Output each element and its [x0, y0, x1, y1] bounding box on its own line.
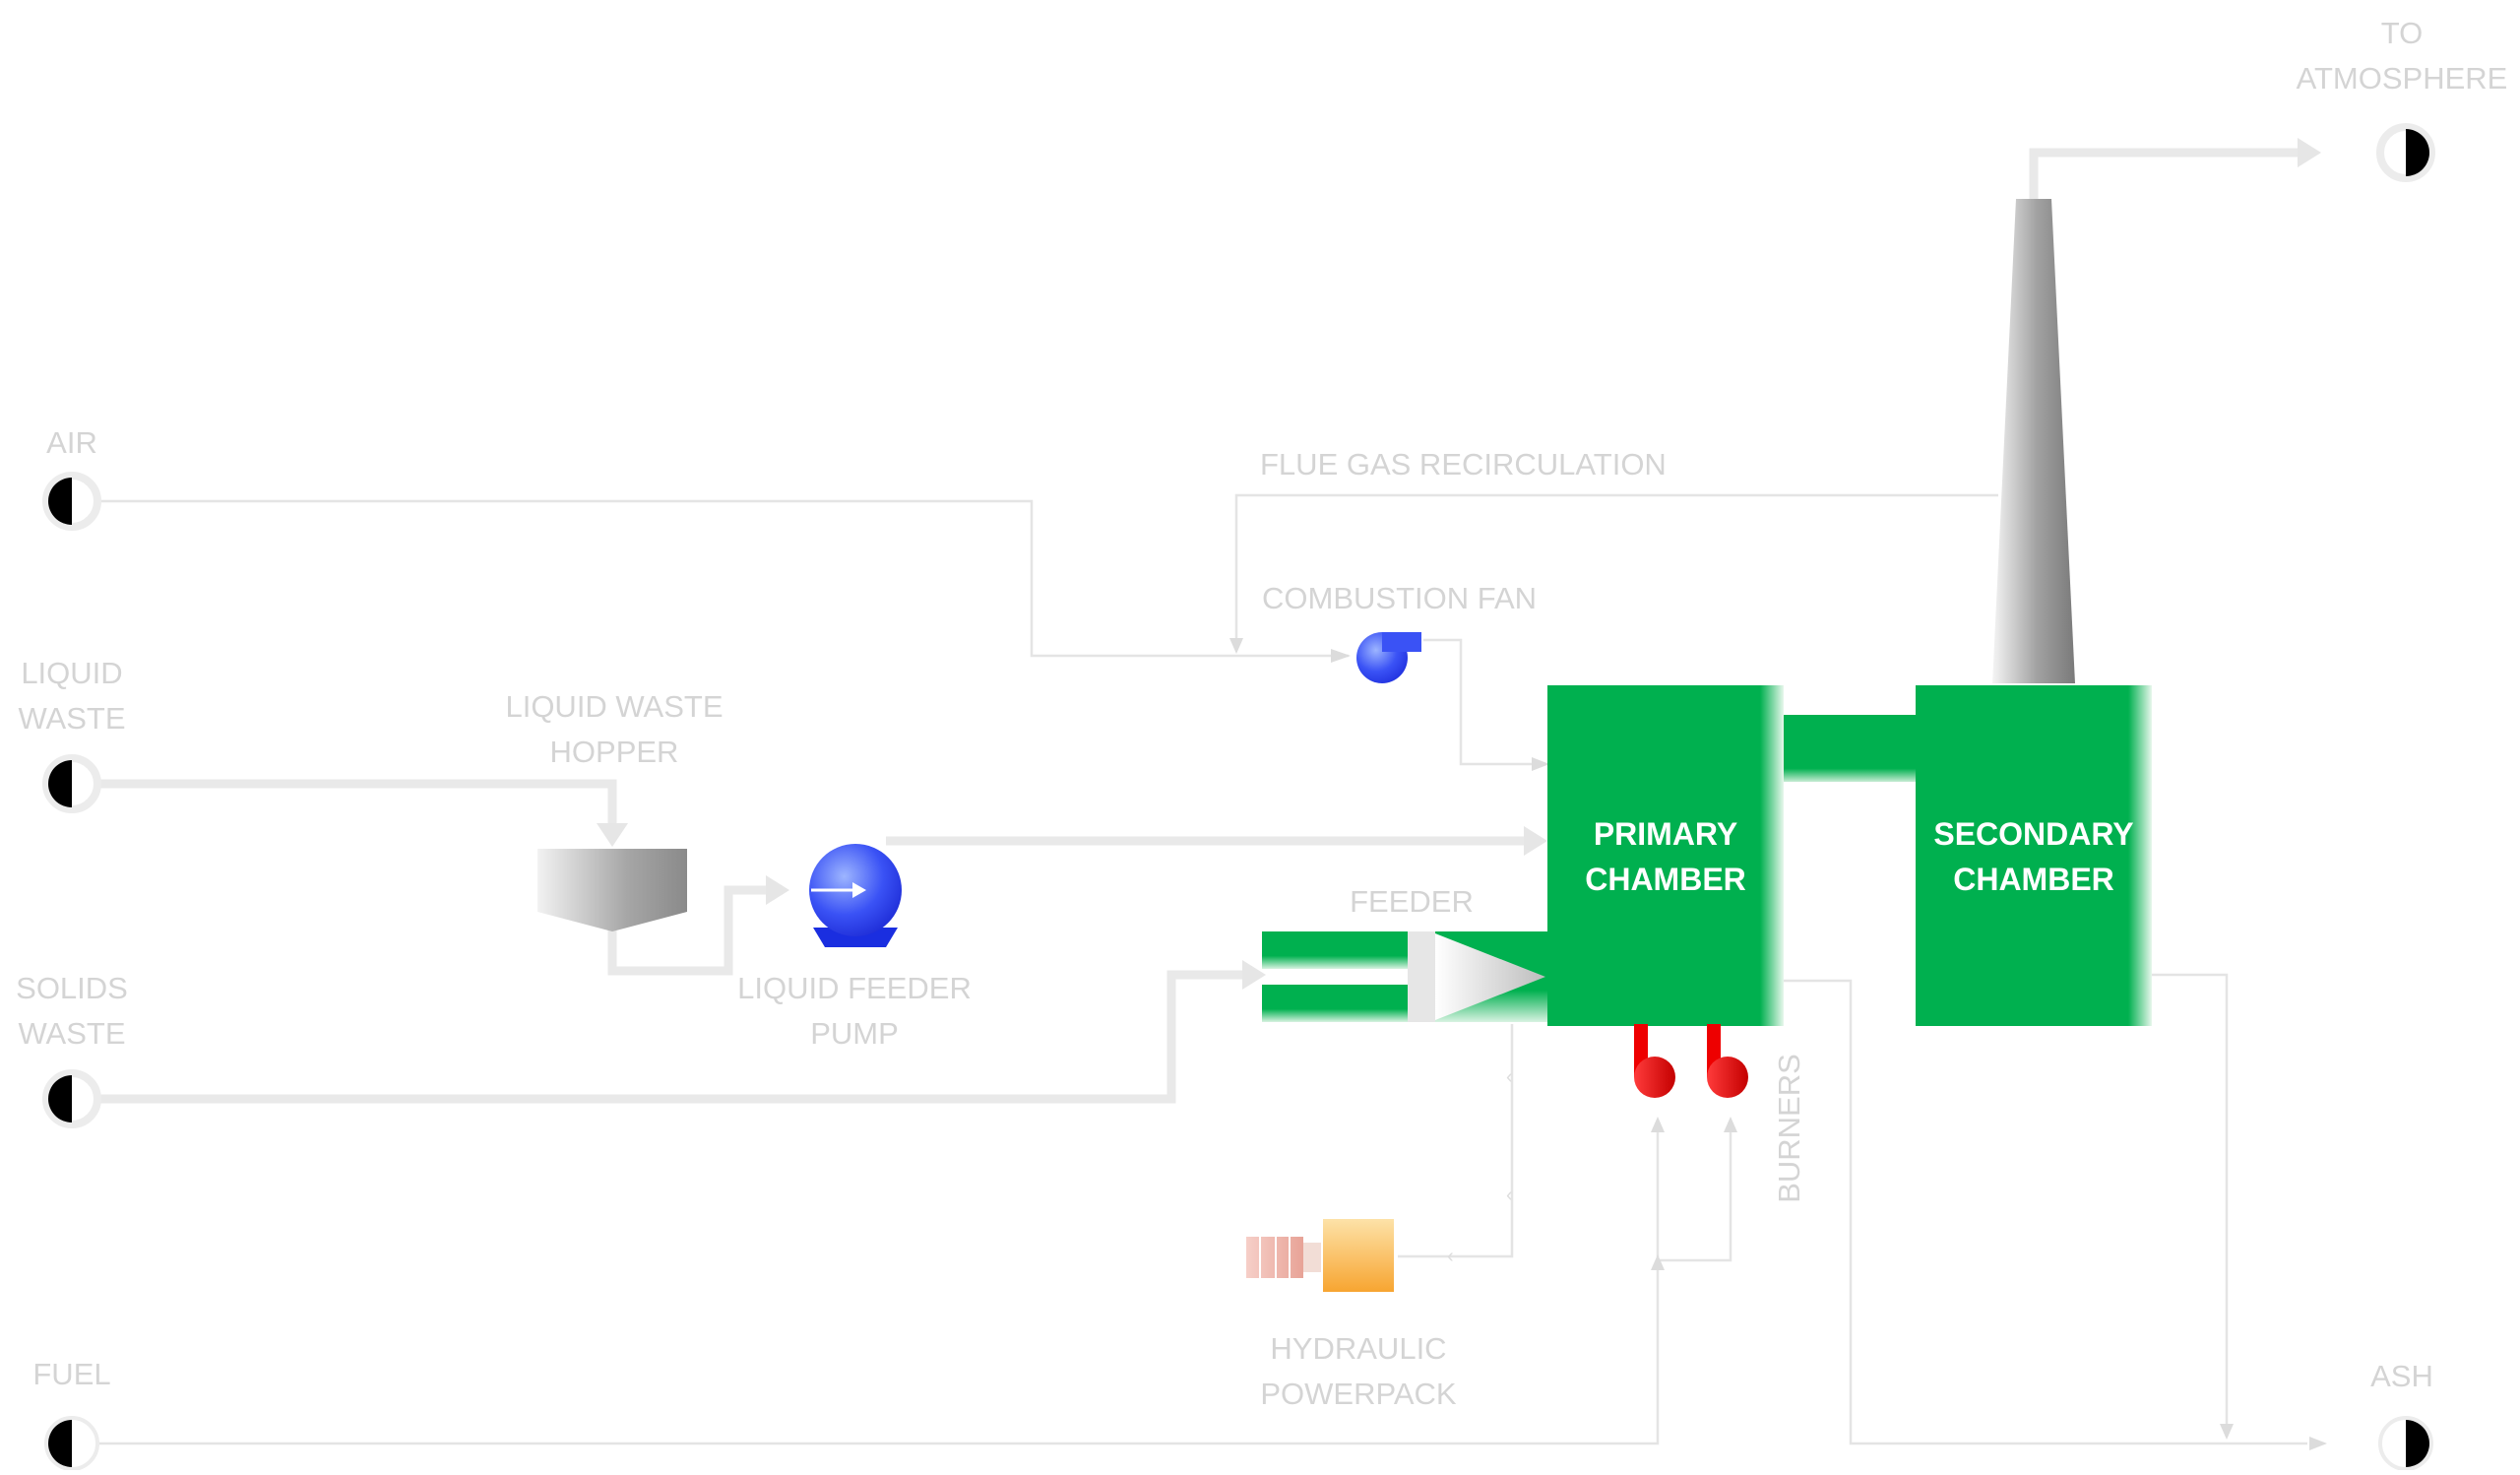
liquid-waste-label-line2: WASTE	[18, 701, 125, 736]
secondary-ash-line	[2152, 973, 2229, 1430]
fan-to-chamber-line	[1423, 638, 1547, 766]
powerpack-coupling-icon	[1303, 1243, 1321, 1272]
primary-ash-arrow	[2309, 1437, 2327, 1450]
pump-chamber-arrow	[1524, 826, 1547, 856]
hydraulic-line-tick-3: ‹	[1447, 1246, 1454, 1267]
piping: ‹ ‹ ‹	[59, 138, 2327, 1450]
atmosphere-terminal-half-icon	[2406, 129, 2429, 176]
hopper-label-line2: HOPPER	[550, 735, 679, 769]
secondary-ash-arrow	[2220, 1424, 2234, 1440]
fuel-burner1-arrow	[1651, 1117, 1665, 1132]
chamber-connecting-duct	[1784, 715, 1916, 782]
primary-chamber-label-line2: CHAMBER	[1585, 862, 1746, 897]
fuel-branch-arrow	[1651, 1254, 1665, 1270]
powerpack-label-line2: POWERPACK	[1260, 1377, 1457, 1411]
solids-waste-label-line2: WASTE	[18, 1016, 125, 1051]
liquid-waste-terminal-half-icon	[48, 760, 72, 807]
hydraulic-powerpack[interactable]: HYDRAULIC POWERPACK	[1246, 1219, 1457, 1411]
burner-2[interactable]	[1707, 1024, 1748, 1098]
flue-gas-arrow	[1229, 638, 1243, 654]
fan-outlet-icon	[1382, 632, 1421, 652]
liquid-waste-label-line1: LIQUID	[21, 656, 122, 690]
solids-waste-arrow	[1242, 960, 1266, 990]
pump-base-icon	[813, 928, 898, 947]
flue-gas-recirculation-label: FLUE GAS RECIRCULATION	[1260, 447, 1667, 481]
terminal-fuel[interactable]: FUEL	[32, 1357, 111, 1471]
terminal-atmosphere[interactable]: TO ATMOSPHERE	[2297, 16, 2508, 182]
stack-icon	[1992, 199, 2075, 683]
fuel-line	[59, 1124, 1660, 1445]
secondary-chamber-body	[1916, 685, 2152, 1026]
air-line	[59, 499, 1349, 658]
terminal-air[interactable]: AIR	[42, 425, 101, 531]
feeder-ram-top-icon	[1262, 931, 1408, 969]
air-label: AIR	[46, 425, 97, 460]
terminal-solids-waste[interactable]: SOLIDS WASTE	[16, 971, 128, 1128]
primary-chamber[interactable]: PRIMARY CHAMBER	[1547, 685, 1784, 1026]
burners[interactable]: BURNERS	[1634, 1024, 1806, 1203]
hydraulic-line-tick-2: ‹	[1506, 1185, 1513, 1206]
hopper-to-pump-line	[607, 885, 770, 976]
solids-waste-terminal-half-icon	[48, 1075, 72, 1122]
powerpack-tank-icon	[1323, 1219, 1394, 1292]
secondary-chamber-label-line1: SECONDARY	[1933, 816, 2133, 852]
fan-line-arrow	[1532, 757, 1549, 771]
feeder-flange-icon	[1408, 931, 1435, 1022]
atmosphere-arrow	[2298, 138, 2321, 167]
air-line-arrow	[1331, 649, 1351, 663]
feeder-label: FEEDER	[1350, 884, 1474, 919]
hydraulic-line	[1398, 1024, 1514, 1258]
feeder[interactable]: FEEDER	[1262, 884, 1549, 1022]
ash-terminal-half-icon	[2406, 1420, 2429, 1467]
atmosphere-label-line1: TO	[2381, 16, 2424, 50]
feeder-ram-bottom-icon	[1262, 985, 1408, 1022]
burner-2-head-icon	[1707, 1057, 1748, 1098]
flue-gas-recirculation-line	[1234, 493, 1998, 650]
solids-waste-line	[61, 970, 1246, 1104]
fuel-burner2-arrow	[1724, 1117, 1737, 1132]
hopper-pump-arrow	[766, 875, 789, 905]
stack-to-atmosphere-line	[2029, 148, 2309, 201]
powerpack-label-line1: HYDRAULIC	[1270, 1331, 1446, 1366]
liquid-waste-arrow	[597, 823, 628, 847]
burner-1[interactable]	[1634, 1024, 1675, 1098]
hydraulic-line-tick-1: ‹	[1506, 1066, 1513, 1088]
atmosphere-label-line2: ATMOSPHERE	[2297, 61, 2508, 96]
air-terminal-half-icon	[48, 478, 72, 525]
stack[interactable]	[1992, 199, 2075, 683]
terminal-liquid-waste[interactable]: LIQUID WASTE	[18, 656, 126, 813]
hopper-icon	[537, 849, 687, 931]
liquid-feeder-pump[interactable]: LIQUID FEEDER PUMP	[737, 844, 972, 1051]
feeder-cone-icon	[1435, 933, 1545, 1020]
burners-label: BURNERS	[1772, 1054, 1806, 1203]
pump-label-line2: PUMP	[810, 1016, 899, 1051]
hopper-label-line1: LIQUID WASTE	[505, 689, 723, 724]
pump-arrowhead-icon	[852, 882, 866, 898]
fuel-terminal-half-icon	[48, 1420, 72, 1467]
pump-label-line1: LIQUID FEEDER	[737, 971, 972, 1005]
liquid-waste-hopper[interactable]: LIQUID WASTE HOPPER	[505, 689, 724, 931]
terminal-ash[interactable]: ASH	[2370, 1359, 2433, 1471]
combustion-fan[interactable]: COMBUSTION FAN	[1262, 581, 1537, 683]
primary-chamber-label-line1: PRIMARY	[1594, 816, 1737, 852]
secondary-chamber-label-line2: CHAMBER	[1953, 862, 2114, 897]
fuel-label: FUEL	[32, 1357, 110, 1391]
primary-ash-line	[1784, 979, 2307, 1445]
fuel-branch-line	[1658, 1124, 1732, 1262]
combustion-fan-label: COMBUSTION FAN	[1262, 581, 1537, 615]
solids-waste-label-line1: SOLIDS	[16, 971, 128, 1005]
primary-chamber-body	[1547, 685, 1784, 1026]
liquid-waste-line	[61, 779, 617, 829]
secondary-chamber[interactable]: SECONDARY CHAMBER	[1916, 685, 2152, 1026]
burner-1-head-icon	[1634, 1057, 1675, 1098]
ash-label: ASH	[2370, 1359, 2433, 1393]
